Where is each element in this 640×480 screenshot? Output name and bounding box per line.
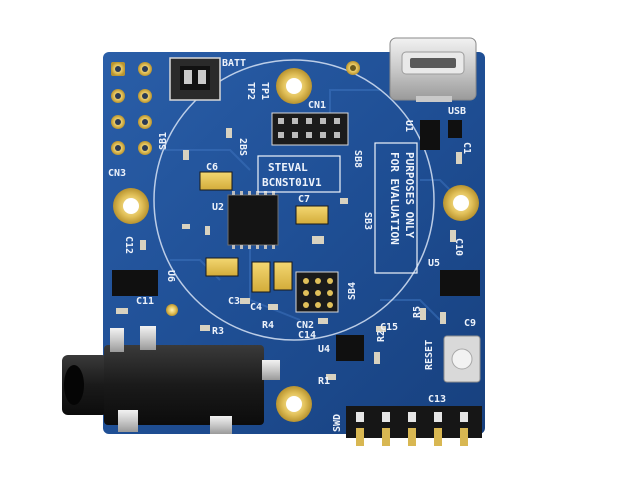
label-r4: R4 xyxy=(262,320,274,331)
cn3-header xyxy=(111,62,152,155)
board-name-line1: STEVAL xyxy=(268,161,308,174)
cn2-header xyxy=(295,271,339,313)
label-c4: C4 xyxy=(250,302,262,313)
label-u2: U2 xyxy=(212,202,224,213)
label-cn2: CN2 xyxy=(296,320,314,331)
label-cn3: CN3 xyxy=(108,168,126,179)
label-sb5: SB8 xyxy=(352,150,363,168)
label-tp2: TP2 xyxy=(245,82,256,100)
label-tp1: TP1 xyxy=(259,82,270,100)
label-batt: BATT xyxy=(222,58,246,69)
usb-connector xyxy=(389,37,477,102)
label-r3: R3 xyxy=(212,326,224,337)
label-reset: RESET xyxy=(424,340,435,370)
label-u5: U5 xyxy=(428,258,440,269)
label-swd: SWD xyxy=(332,414,343,432)
label-sb2: 2BS xyxy=(237,138,248,156)
label-r2: R2 xyxy=(376,330,387,342)
evaluation-text-line2: PURPOSES ONLY xyxy=(403,152,416,238)
u2-chip xyxy=(227,191,279,249)
audio-jack xyxy=(62,326,280,434)
label-r5: R5 xyxy=(412,306,423,318)
swd-header xyxy=(346,406,482,446)
label-c1: C1 xyxy=(461,142,472,154)
label-c3: C3 xyxy=(228,296,240,307)
label-sb4: SB4 xyxy=(347,282,358,300)
label-u4: U4 xyxy=(318,344,330,355)
label-c6: C6 xyxy=(206,162,218,173)
label-cn1: CN1 xyxy=(308,100,326,111)
label-c7: C7 xyxy=(298,194,310,205)
small-ics xyxy=(112,120,480,361)
label-c12: C12 xyxy=(123,236,134,254)
label-u6: U6 xyxy=(165,270,176,282)
passives xyxy=(116,128,462,380)
evaluation-text-line1: FOR EVALUATION xyxy=(388,152,401,245)
label-sb1: SB1 xyxy=(158,132,169,150)
silkscreen-text: STEVAL BCNST01V1 FOR EVALUATION PURPOSES… xyxy=(108,58,476,432)
mounting-holes xyxy=(113,61,479,422)
label-c15: C15 xyxy=(380,322,398,333)
reset-button xyxy=(443,335,481,383)
capacitors xyxy=(199,171,329,293)
cn1-header xyxy=(271,112,349,146)
label-c9: C9 xyxy=(464,318,476,329)
battery-connector xyxy=(169,57,221,101)
label-sb3: SB3 xyxy=(362,212,373,230)
label-c10: C10 xyxy=(453,238,464,256)
label-r1: R1 xyxy=(318,376,330,387)
label-c13: C13 xyxy=(428,394,446,405)
board-name-line2: BCNST01V1 xyxy=(262,176,322,189)
pcb-board xyxy=(103,52,485,434)
silkscreen-circle xyxy=(153,59,435,341)
label-usb: USB xyxy=(448,106,466,117)
label-u1: U1 xyxy=(403,120,414,132)
label-c11: C11 xyxy=(136,296,154,307)
label-c14: C14 xyxy=(298,330,316,341)
